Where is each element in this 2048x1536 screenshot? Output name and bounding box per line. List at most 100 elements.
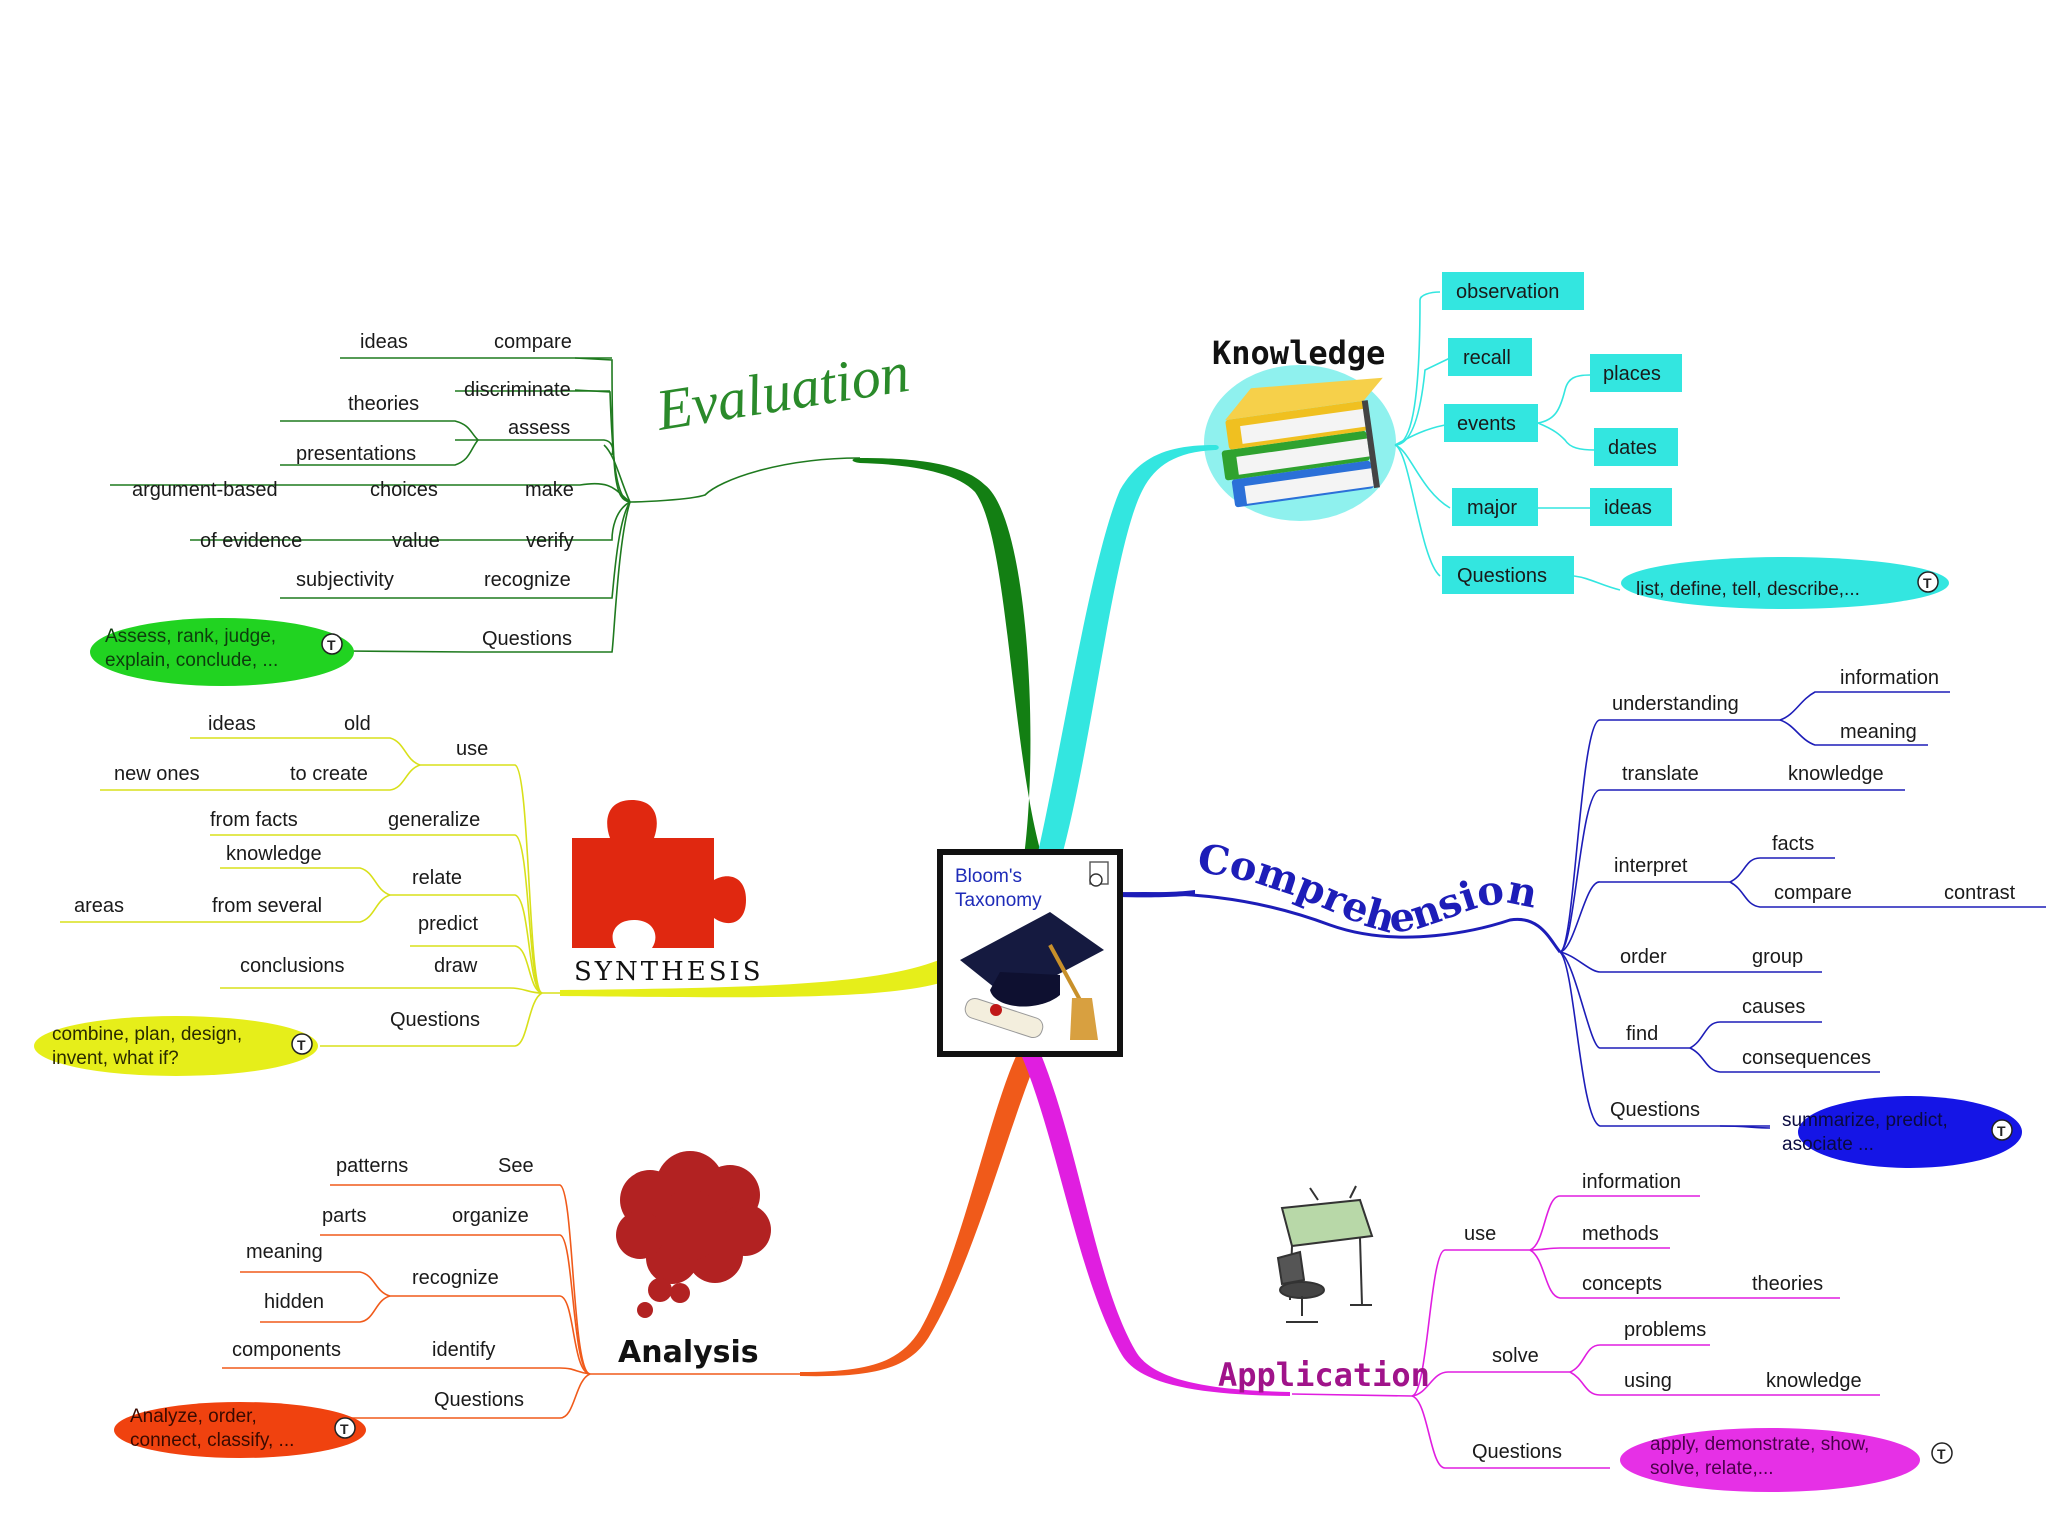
note-icon-letter: T	[340, 1421, 349, 1437]
comp-facts: facts	[1772, 833, 1814, 855]
comprehension-branch	[1559, 691, 2046, 1129]
graduation-cap-icon	[960, 912, 1104, 1040]
syn-areas: areas	[74, 895, 124, 917]
knowledge-nodes: observation recall events places dates m…	[1442, 272, 1682, 594]
eval-theories: theories	[348, 393, 419, 415]
ana-note-line1: Analyze, order,	[130, 1406, 257, 1427]
comp-order: order	[1620, 946, 1667, 968]
know-observation-box	[1442, 272, 1584, 310]
ana-see: See	[498, 1155, 534, 1177]
note-icon	[334, 1417, 356, 1439]
ana-patterns: patterns	[336, 1155, 408, 1177]
comp-knowledge: knowledge	[1788, 763, 1884, 785]
app-concepts: concepts	[1582, 1273, 1662, 1295]
know-observation: observation	[1456, 281, 1559, 303]
ana-hidden: hidden	[264, 1291, 324, 1313]
note-icon-letter: T	[1997, 1123, 2006, 1139]
note-icon-letter: T	[1923, 575, 1932, 591]
eval-value: value	[392, 530, 440, 552]
title-synthesis: SYNTHESIS	[574, 957, 764, 987]
evaluation-branch	[110, 357, 861, 653]
eval-recognize: recognize	[484, 569, 571, 591]
note-icon-letter: T	[297, 1037, 306, 1053]
know-major: major	[1467, 497, 1517, 519]
ana-meaning: meaning	[246, 1241, 323, 1263]
app-questions: Questions	[1472, 1441, 1562, 1463]
branch-synthesis	[560, 958, 944, 998]
application-branch	[1291, 1195, 1880, 1469]
comp-note-bubble	[1798, 1096, 2022, 1168]
ana-note-line2: connect, classify, ...	[130, 1430, 294, 1451]
note-icon	[1991, 1119, 2013, 1141]
comp-note-line1: summarize, predict,	[1782, 1110, 1948, 1131]
comp-group: group	[1752, 946, 1803, 968]
know-questions-box	[1442, 556, 1574, 594]
know-places: places	[1603, 363, 1661, 385]
comp-consequences: consequences	[1742, 1047, 1871, 1069]
eval-ideas: ideas	[360, 331, 408, 353]
eval-note-line1: Assess, rank, judge,	[105, 626, 276, 647]
synthesis-labels: ideas old use new ones to create from fa…	[74, 713, 488, 1031]
know-note: list, define, tell, describe,...	[1636, 579, 1860, 600]
know-events-box	[1444, 404, 1538, 442]
evaluation-questions-note[interactable]: Assess, rank, judge, explain, conclude, …	[90, 618, 471, 686]
know-events: events	[1457, 413, 1516, 435]
center-title-line1: Bloom's	[955, 866, 1022, 887]
syn-relate: relate	[412, 867, 462, 889]
ana-identify: identify	[432, 1339, 495, 1361]
comp-understanding: understanding	[1612, 693, 1739, 715]
know-note-bubble	[1621, 557, 1949, 609]
comp-note-line2: asociate ...	[1782, 1134, 1874, 1155]
books-illustration	[1204, 365, 1396, 521]
know-recall-box	[1448, 338, 1532, 376]
eval-note-bubble	[90, 618, 354, 686]
syn-note-line2: invent, what if?	[52, 1048, 179, 1069]
syn-generalize: generalize	[388, 809, 480, 831]
comp-compare: compare	[1774, 882, 1852, 904]
title-application: Application	[1218, 1356, 1430, 1394]
center-title-line2: Taxonomy	[955, 890, 1042, 911]
drafting-desk-illustration	[1276, 1185, 1374, 1323]
comp-find: find	[1626, 1023, 1658, 1045]
eval-presentations: presentations	[296, 443, 416, 465]
eval-choices: choices	[370, 479, 438, 501]
title-evaluation: Evaluation	[651, 339, 914, 443]
branch-analysis	[800, 1052, 1040, 1377]
note-icon-letter: T	[327, 637, 336, 653]
comp-translate: translate	[1622, 763, 1699, 785]
analysis-branch	[222, 1184, 800, 1419]
note-icon-letter: T	[1937, 1446, 1946, 1462]
app-solve: solve	[1492, 1345, 1539, 1367]
comprehension-questions-note[interactable]: summarize, predict, asociate ... T	[1782, 1096, 2022, 1168]
syn-conclusions: conclusions	[240, 955, 345, 977]
note-attachment-icon	[1089, 861, 1109, 887]
eval-verify: verify	[526, 530, 574, 552]
know-questions: Questions	[1457, 565, 1547, 587]
ana-recognize: recognize	[412, 1267, 499, 1289]
title-analysis: Analysis	[618, 1335, 759, 1370]
app-use: use	[1464, 1223, 1496, 1245]
syn-from-facts: from facts	[210, 809, 298, 831]
comp-causes: causes	[1742, 996, 1805, 1018]
application-questions-note[interactable]: apply, demonstrate, show, solve, relate,…	[1620, 1428, 1953, 1492]
center-node[interactable]: Bloom's Taxonomy	[937, 849, 1123, 1057]
knowledge-questions-note[interactable]: list, define, tell, describe,... T	[1621, 557, 1949, 609]
app-note-line2: solve, relate,...	[1650, 1458, 1774, 1479]
syn-draw: draw	[434, 955, 478, 977]
syn-note-line1: combine, plan, design,	[52, 1024, 242, 1045]
syn-questions: Questions	[390, 1009, 480, 1031]
synthesis-questions-note[interactable]: combine, plan, design, invent, what if? …	[34, 1016, 318, 1076]
analysis-questions-note[interactable]: Analyze, order, connect, classify, ... T	[114, 1402, 366, 1458]
note-icon	[321, 633, 343, 655]
comp-questions: Questions	[1610, 1099, 1700, 1121]
thought-cloud-icon	[616, 1151, 771, 1318]
ana-organize: organize	[452, 1205, 529, 1227]
syn-use: use	[456, 738, 488, 760]
comprehension-labels: understanding information meaning transl…	[1610, 667, 2016, 1121]
note-icon	[1917, 571, 1939, 593]
eval-argument-based: argument-based	[132, 479, 278, 501]
syn-knowledge: knowledge	[226, 843, 322, 865]
app-information: information	[1582, 1171, 1681, 1193]
puzzle-piece-icon	[572, 800, 746, 948]
